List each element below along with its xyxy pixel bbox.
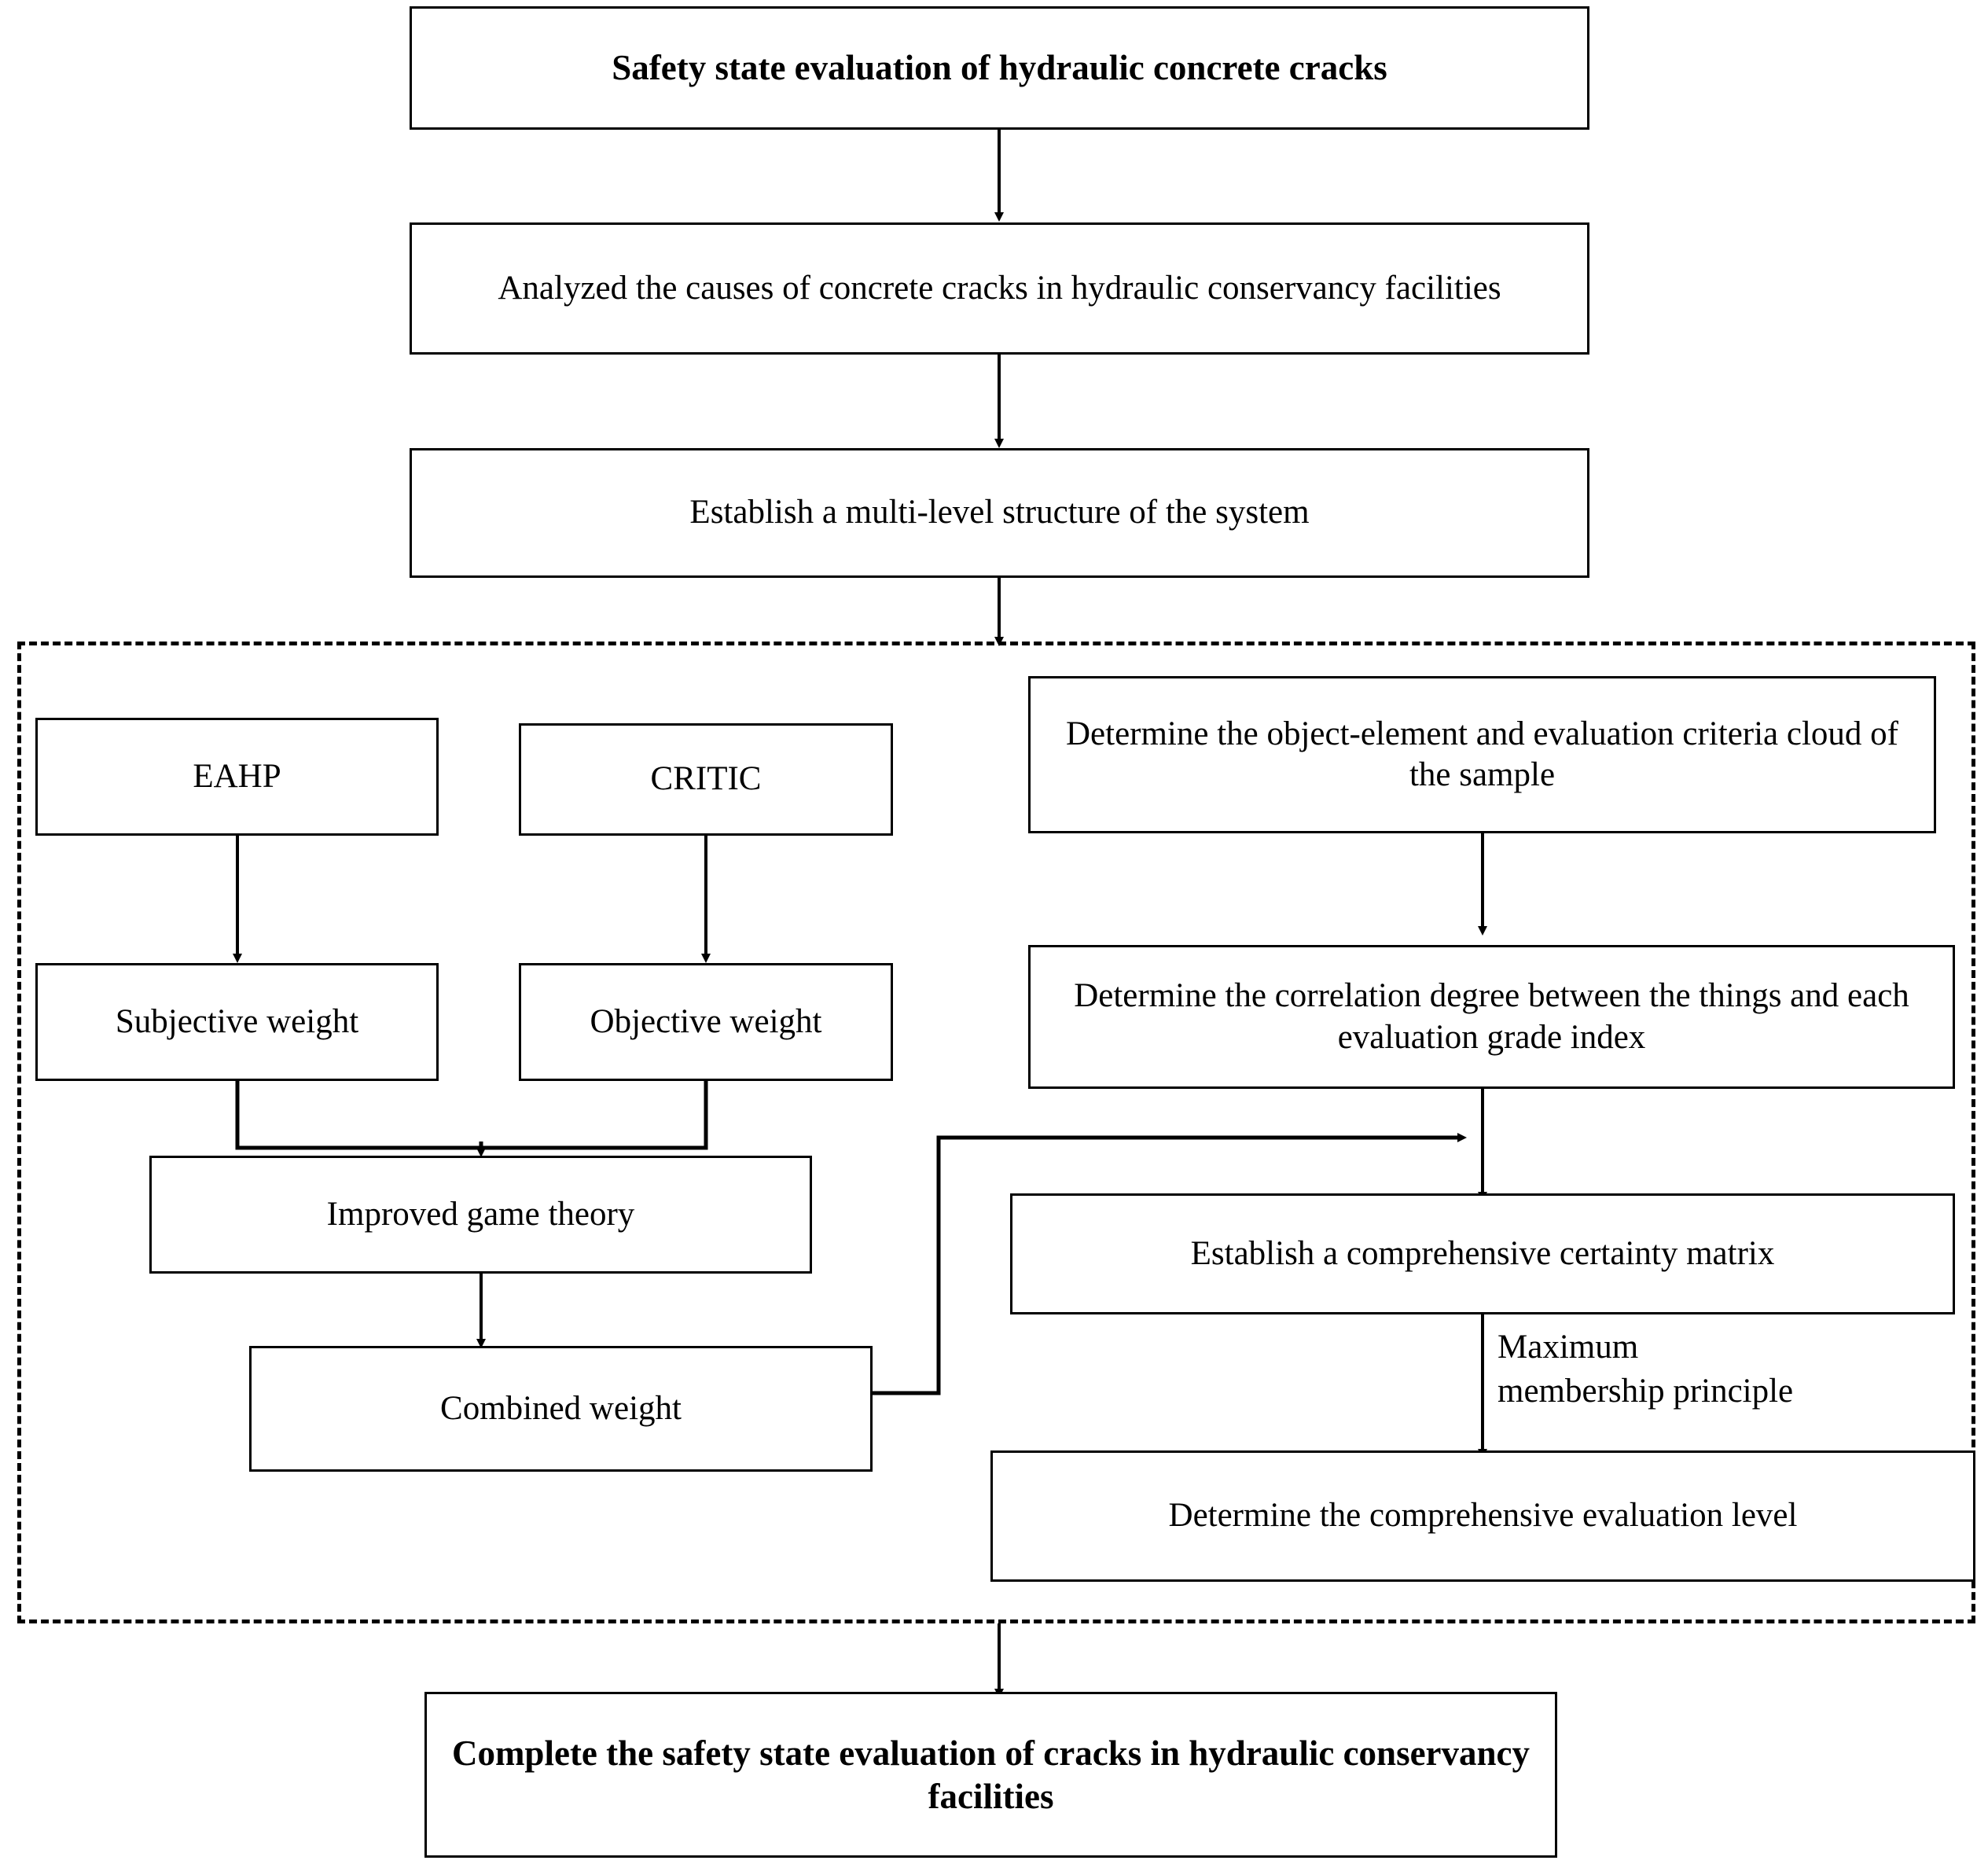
node-determine-object-element: Determine the object-element and evaluat… (1028, 676, 1936, 833)
node-bottom-result-label: Complete the safety state evaluation of … (451, 1733, 1531, 1816)
node-determine-correlation: Determine the correlation degree between… (1028, 945, 1955, 1089)
node-subjective-weight-label: Subjective weight (115, 1002, 359, 1040)
node-improved-game-theory: Improved game theory (149, 1156, 812, 1274)
node-evaluation-level-label: Determine the comprehensive evaluation l… (1168, 1497, 1798, 1535)
node-combined-weight-label: Combined weight (440, 1389, 682, 1427)
node-objective-weight-label: Objective weight (590, 1002, 822, 1040)
node-improved-game-theory-label: Improved game theory (326, 1195, 635, 1233)
node-top-title: Safety state evaluation of hydraulic con… (410, 6, 1589, 130)
node-critic-label: CRITIC (650, 760, 762, 798)
node-eahp: EAHP (35, 718, 439, 836)
edge-label-maximum-membership: Maximum membership principle (1497, 1329, 1794, 1410)
node-objective-weight: Objective weight (519, 963, 893, 1081)
node-certainty-matrix-label: Establish a comprehensive certainty matr… (1190, 1234, 1775, 1272)
node-top-title-label: Safety state evaluation of hydraulic con… (612, 48, 1387, 88)
node-determine-object-element-label: Determine the object-element and evaluat… (1065, 715, 1898, 793)
node-critic: CRITIC (519, 723, 893, 836)
node-certainty-matrix: Establish a comprehensive certainty matr… (1010, 1193, 1955, 1314)
node-eahp-label: EAHP (193, 757, 281, 795)
node-subjective-weight: Subjective weight (35, 963, 439, 1081)
node-analyze-causes-label: Analyzed the causes of concrete cracks i… (498, 269, 1501, 307)
node-determine-correlation-label: Determine the correlation degree between… (1074, 977, 1909, 1056)
node-multi-level-structure: Establish a multi-level structure of the… (410, 448, 1589, 578)
node-analyze-causes: Analyzed the causes of concrete cracks i… (410, 222, 1589, 355)
node-bottom-result: Complete the safety state evaluation of … (424, 1692, 1557, 1858)
node-multi-level-structure-label: Establish a multi-level structure of the… (689, 494, 1310, 531)
node-combined-weight: Combined weight (249, 1346, 873, 1472)
node-evaluation-level: Determine the comprehensive evaluation l… (990, 1450, 1975, 1582)
